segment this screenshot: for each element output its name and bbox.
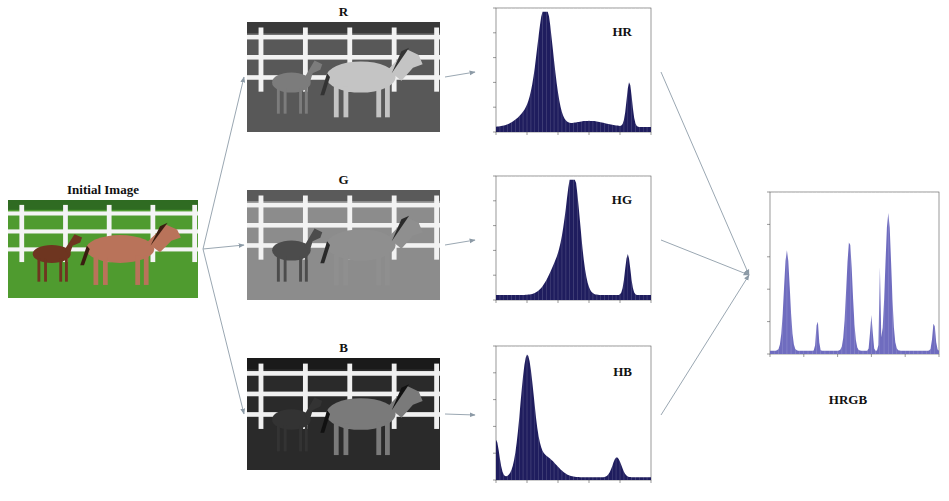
image-title: G	[247, 172, 440, 188]
flow-arrow	[203, 77, 244, 249]
photo	[247, 358, 440, 470]
flow-arrow	[661, 72, 749, 275]
image-illustration	[247, 358, 440, 470]
histogram: HB	[478, 340, 656, 490]
flow-arrow	[203, 249, 244, 414]
photo	[247, 22, 440, 132]
histogram-plot: HB	[478, 340, 656, 490]
histogram: HR	[478, 2, 656, 142]
flow-arrow	[661, 275, 749, 415]
histogram-label: HB	[478, 340, 656, 380]
histogram-label: HR	[478, 2, 656, 40]
histogram-plot: HR	[478, 2, 656, 142]
channel-image: G	[247, 172, 440, 300]
image-illustration	[247, 22, 440, 132]
histogram-plot	[752, 186, 944, 364]
initial-image: Initial Image	[8, 182, 198, 298]
image-illustration	[8, 200, 198, 298]
histogram-chart	[478, 340, 656, 490]
histogram-title: HRGB	[752, 392, 944, 408]
flow-arrow	[445, 414, 475, 415]
flow-arrow	[445, 240, 475, 245]
histogram-chart	[752, 186, 944, 364]
image-title: B	[247, 340, 440, 356]
flow-arrow	[661, 240, 749, 275]
histogram-label: HG	[478, 170, 656, 208]
histogram: HG	[478, 170, 656, 310]
flow-arrow	[203, 245, 244, 249]
histogram: HRGB	[752, 186, 944, 408]
histogram-chart	[478, 170, 656, 310]
histogram-chart	[478, 2, 656, 142]
channel-image: R	[247, 4, 440, 132]
photo	[8, 200, 198, 298]
image-title: R	[247, 4, 440, 20]
image-title: Initial Image	[8, 182, 198, 198]
flow-arrow	[445, 72, 475, 77]
histogram-plot: HG	[478, 170, 656, 310]
photo	[247, 190, 440, 300]
channel-image: B	[247, 340, 440, 470]
image-illustration	[247, 190, 440, 300]
